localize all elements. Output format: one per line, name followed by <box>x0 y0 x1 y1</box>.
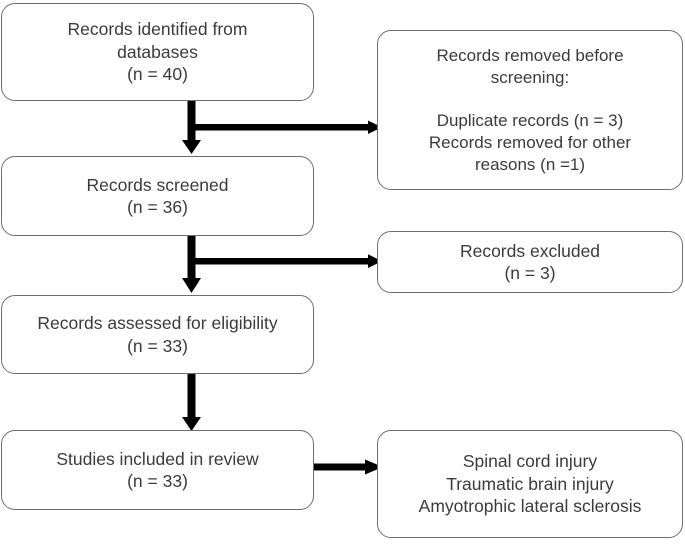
records-excluded-box: Records excluded (n = 3) <box>377 231 683 293</box>
conditions-list-box: Spinal cord injury Traumatic brain injur… <box>377 430 683 538</box>
arrow-screened-to-assessed <box>160 233 382 295</box>
arrow-included-to-conditions <box>313 456 383 478</box>
records-removed-text: Records removed before screening: Duplic… <box>428 45 632 174</box>
arrow-identified-to-screened <box>160 98 382 156</box>
records-removed-box: Records removed before screening: Duplic… <box>377 30 683 190</box>
arrow-assessed-to-included <box>160 372 220 432</box>
records-assessed-box: Records assessed for eligibility (n = 33… <box>1 295 314 374</box>
conditions-list-text: Spinal cord injury Traumatic brain injur… <box>418 451 642 517</box>
records-excluded-text: Records excluded (n = 3) <box>459 240 601 283</box>
studies-included-box: Studies included in review (n = 33) <box>1 430 314 510</box>
records-identified-box: Records identified from databases (n = 4… <box>1 3 314 101</box>
studies-included-text: Studies included in review (n = 33) <box>56 448 259 491</box>
records-identified-text: Records identified from databases (n = 4… <box>67 19 248 85</box>
records-assessed-text: Records assessed for eligibility (n = 33… <box>37 313 278 356</box>
records-screened-box: Records screened (n = 36) <box>1 156 314 236</box>
records-screened-text: Records screened (n = 36) <box>86 174 229 217</box>
